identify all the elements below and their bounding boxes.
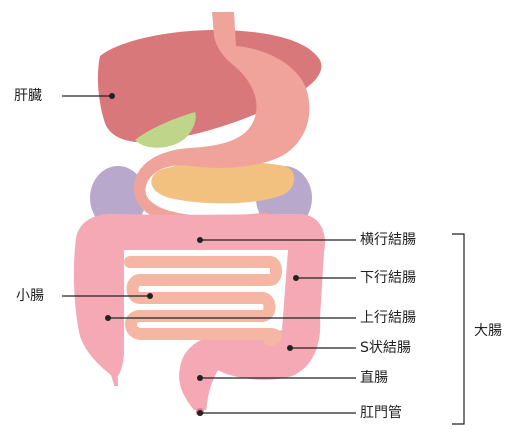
left-kidney (90, 166, 146, 230)
label-small-intestine: 小腸 (16, 288, 44, 304)
label-liver: 肝臓 (14, 88, 42, 104)
dot-anus (197, 410, 203, 416)
appendix (110, 370, 118, 386)
dot-ascending-colon (105, 315, 111, 321)
leader-dots (105, 93, 299, 416)
label-large-intestine: 大腸 (474, 323, 502, 339)
dot-liver (109, 93, 115, 99)
dot-transverse-colon (197, 237, 203, 243)
large-intestine-bracket (452, 233, 465, 425)
gallbladder (135, 112, 196, 148)
dot-descending-colon (293, 275, 299, 281)
dot-small-intestine (147, 293, 153, 299)
pancreas (151, 161, 295, 204)
small-intestine (124, 256, 282, 346)
dot-rectum (197, 375, 203, 381)
label-transverse-colon: 横行結腸 (360, 232, 416, 248)
dot-sigmoid-colon (287, 345, 293, 351)
label-descending-colon: 下行結腸 (360, 270, 416, 286)
label-rectum: 直腸 (360, 370, 388, 386)
stomach (133, 12, 310, 227)
label-ascending-colon: 上行結腸 (360, 310, 416, 326)
leader-lines (62, 95, 465, 425)
large-intestine (73, 213, 325, 410)
label-anus: 肛門管 (360, 405, 402, 421)
label-sigmoid-colon: S状結腸 (360, 340, 411, 356)
